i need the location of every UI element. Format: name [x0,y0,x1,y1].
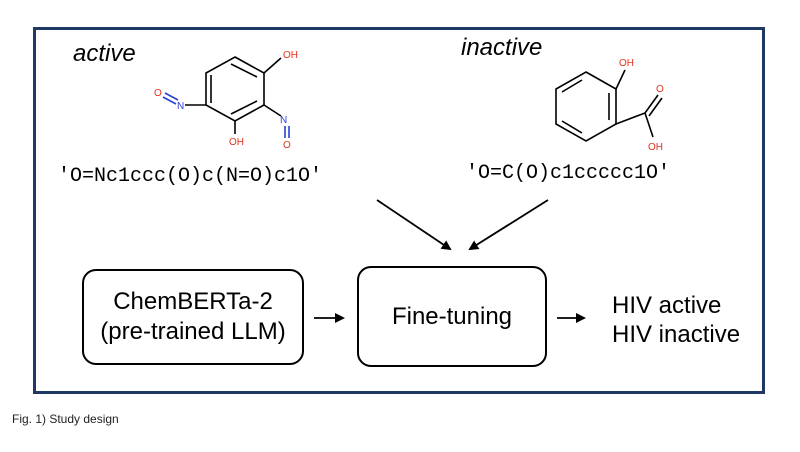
chemberta-model-box: ChemBERTa-2 (pre-trained LLM) [82,269,304,365]
atom-oh-top: OH [283,50,298,61]
atom-oh-bottom: OH [229,137,244,148]
figure-caption: Fig. 1) Study design [12,412,119,426]
outcome-list: HIV active HIV inactive [612,291,740,349]
atom-oh-acid: OH [648,142,663,153]
model-description: (pre-trained LLM) [100,318,286,345]
atom-oh-phenol: OH [619,58,634,69]
active-molecule-structure [162,56,290,138]
outcome-hiv-active: HIV active [612,292,722,319]
atom-o-right: O [283,140,291,151]
arrow-inactive-to-finetune [468,199,549,251]
finetuning-label: Fine-tuning [391,302,513,330]
model-name: ChemBERTa-2 [113,288,273,315]
atom-o-carbonyl: O [656,84,664,95]
active-smiles: 'O=Nc1ccc(O)c(N=O)c1O' [58,165,323,188]
figure-frame [33,27,765,394]
outcome-hiv-inactive: HIV inactive [612,321,741,348]
inactive-molecule-structure [555,69,663,142]
inactive-label: inactive [461,34,543,61]
finetuning-box: Fine-tuning [357,266,547,367]
atom-n-left: N [177,101,184,112]
inactive-smiles: 'O=C(O)c1ccccc1O' [466,162,671,185]
arrow-active-to-finetune [376,199,452,251]
active-label: active [73,40,136,67]
atom-n-right: N [280,115,287,126]
atom-o-left: O [154,88,162,99]
